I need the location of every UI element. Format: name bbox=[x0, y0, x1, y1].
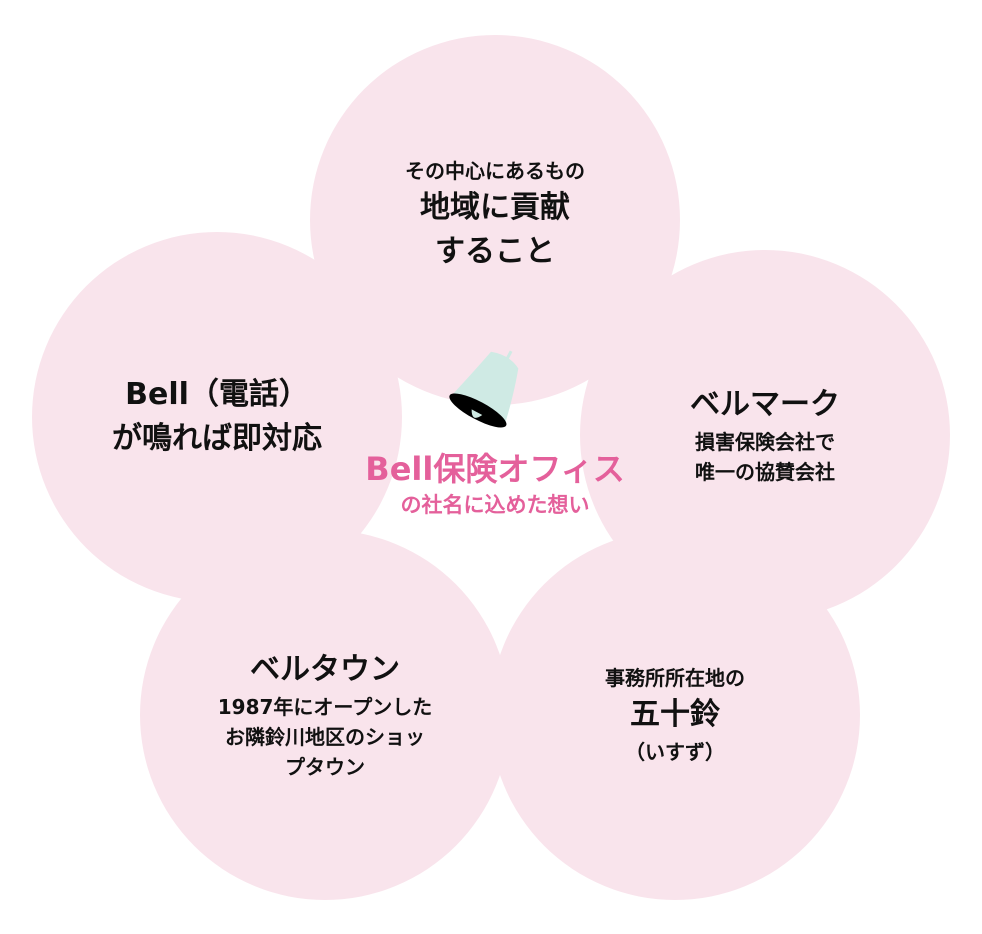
petal-text: その中心にあるもの bbox=[405, 159, 585, 183]
center-caption: Bell保険オフィス の社名に込めた想い bbox=[340, 448, 650, 520]
petal-text: 損害保険会社で bbox=[695, 430, 835, 454]
petal-heading: 地域に貢献 bbox=[420, 190, 570, 225]
petal-text: 唯一の協賛会社 bbox=[695, 460, 835, 484]
petal-isuzu: 事務所所在地の 五十鈴 （いすず） bbox=[490, 530, 860, 900]
bell-icon bbox=[449, 350, 519, 428]
petal-heading: Bell（電話） bbox=[125, 377, 309, 412]
petal-belltown: ベルタウン 1987年にオープンした お隣鈴川地区のショッ プタウン bbox=[140, 530, 510, 900]
petal-heading: すること bbox=[435, 234, 555, 269]
petal-text: プタウン bbox=[285, 755, 365, 779]
petal-text: 1987年にオープンした bbox=[217, 695, 433, 719]
caption-subtitle: の社名に込めた想い bbox=[400, 493, 590, 517]
petal-heading: ベルタウン bbox=[250, 652, 400, 687]
petal-heading: ベルマーク bbox=[690, 387, 840, 422]
petal-text: （いすず） bbox=[625, 740, 725, 764]
company-name: Bell保険オフィス bbox=[365, 450, 625, 488]
petal-text: お隣鈴川地区のショッ bbox=[225, 725, 425, 749]
petal-heading: が鳴れば即対応 bbox=[112, 421, 322, 456]
petal-text: 事務所所在地の bbox=[605, 666, 745, 690]
petal-heading: 五十鈴 bbox=[630, 697, 720, 732]
